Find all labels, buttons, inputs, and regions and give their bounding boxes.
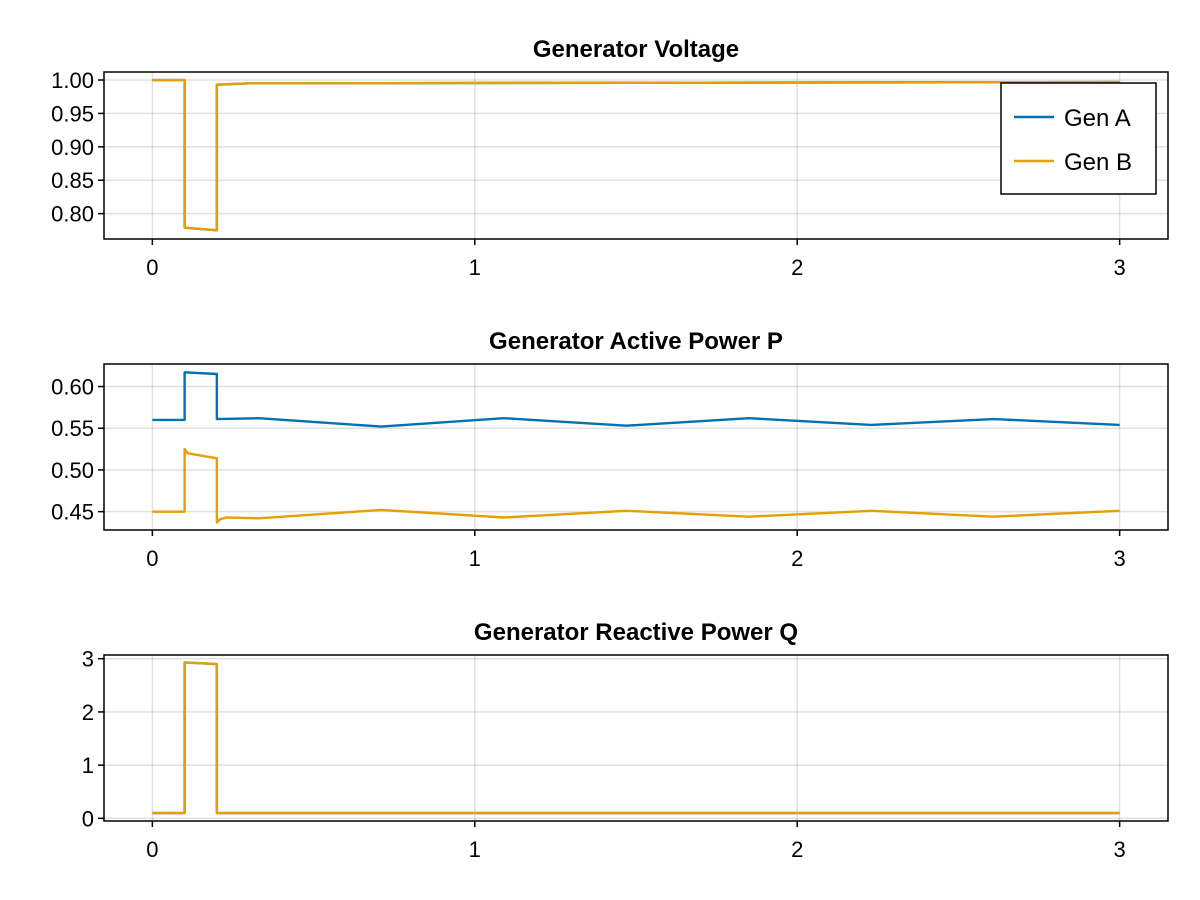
y-tick-label: 0.45 [51,500,94,525]
y-tick-label: 0.85 [51,168,94,193]
x-tick-label: 0 [146,546,158,571]
panel-3: 0 1 2 3 0 1 2 3 Generator Reactive Power Q [82,619,1169,862]
series-line-gen-a [152,371,1120,428]
series-line-gen-b [152,661,1120,815]
panel-2: 0 1 2 3 0.45 0.50 0.55 0.60 Generator Active Pow… [51,328,1169,571]
y-tick-label: 0.60 [51,375,94,400]
y-tick-label: 1 [82,753,94,778]
x-tick-label: 3 [1114,255,1126,280]
series-line-gen-a [152,78,1120,232]
legend-label: Gen A [1064,105,1131,132]
x-tick-label: 0 [146,255,158,280]
x-tick-label: 2 [791,255,803,280]
chart-title: Generator Reactive Power Q [474,619,798,646]
x-tick-label: 3 [1114,837,1126,862]
plot-frame [103,363,1169,531]
y-tick-label: 0.50 [51,458,94,483]
series-line-gen-a [152,661,1120,815]
plot-frame [103,71,1169,240]
x-tick-label: 2 [791,837,803,862]
y-tick-label: 0.80 [51,202,94,227]
y-tick-label: 0.55 [51,416,94,441]
series-line-gen-b [152,78,1120,232]
legend: Gen A Gen B [1000,82,1157,195]
legend-label: Gen B [1064,149,1132,176]
y-tick-label: 3 [82,647,94,672]
series-line-gen-b [152,447,1120,524]
x-tick-label: 0 [146,837,158,862]
y-tick-label: 0 [82,806,94,831]
plot-frame [103,654,1169,822]
panel-1: 0 1 2 3 0.80 0.85 0.90 0.95 1.00 Generator Voltag… [51,36,1169,280]
x-tick-label: 3 [1114,546,1126,571]
y-tick-label: 1.00 [51,68,94,93]
legend-box [1000,82,1157,195]
x-tick-label: 1 [469,255,481,280]
x-tick-label: 1 [469,546,481,571]
y-tick-label: 0.90 [51,135,94,160]
x-tick-label: 2 [791,546,803,571]
y-tick-label: 2 [82,700,94,725]
y-tick-label: 0.95 [51,101,94,126]
chart-title: Generator Voltage [533,36,739,63]
x-tick-label: 1 [469,837,481,862]
chart-title: Generator Active Power P [489,328,783,355]
